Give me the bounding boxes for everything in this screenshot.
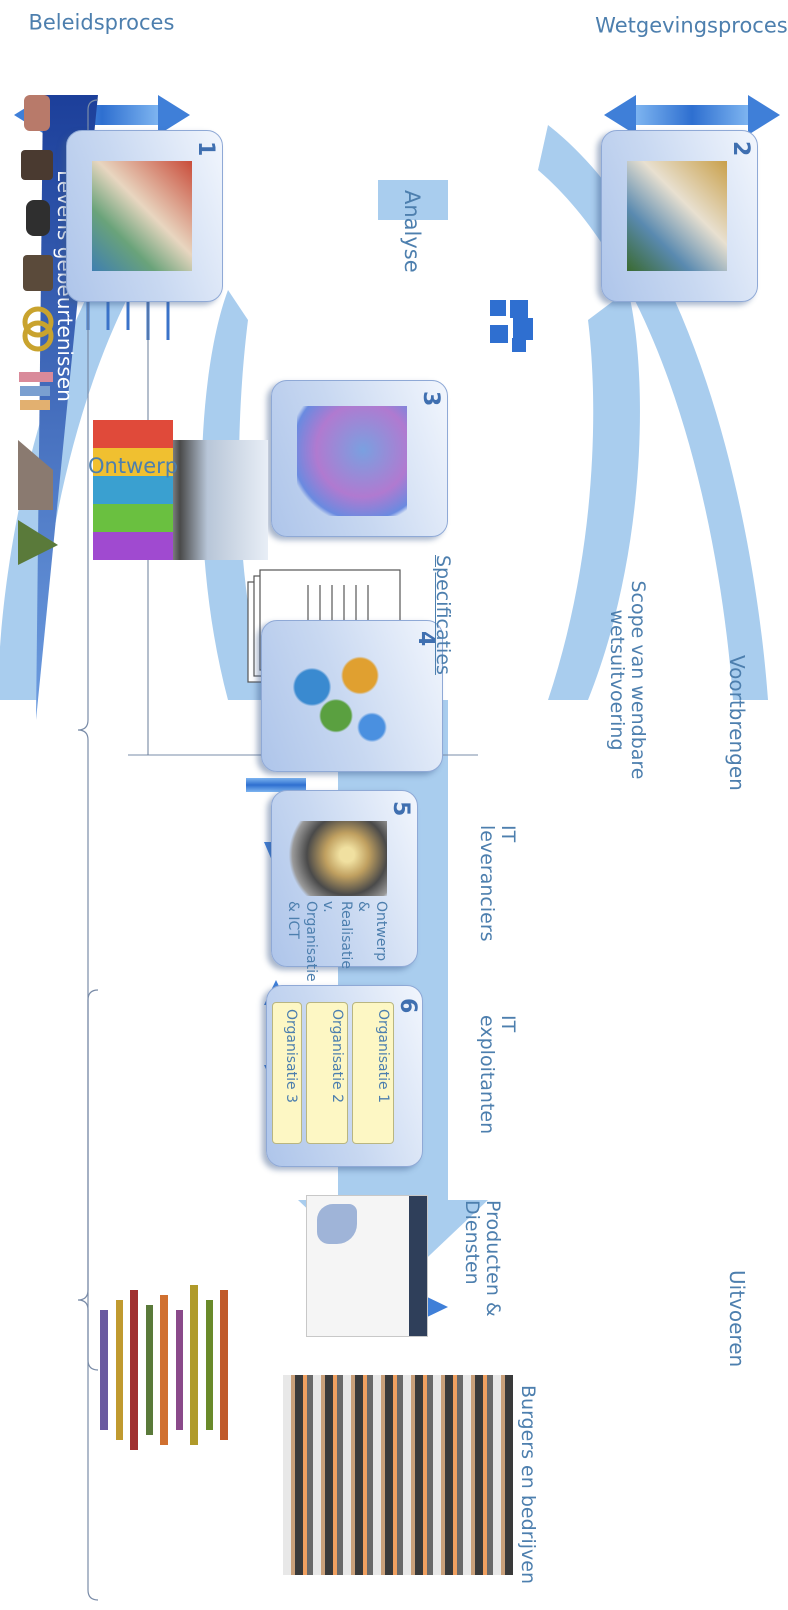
word-cloud-icon bbox=[100, 1285, 228, 1450]
realisatie-line: Organisatie bbox=[303, 901, 319, 982]
specificaties-label: Specificaties bbox=[432, 555, 454, 675]
uitvoeren-bracket bbox=[77, 989, 99, 1601]
design-blocks-icon bbox=[93, 420, 173, 560]
box-1-wetgeving: 1 bbox=[66, 130, 223, 302]
box-number: 5 bbox=[388, 801, 413, 817]
blue-cubes-icon bbox=[490, 300, 533, 352]
box-number: 2 bbox=[728, 141, 753, 157]
organisation-2: Organisatie 2 bbox=[306, 1002, 348, 1144]
beleidsproces-label: Beleidsproces bbox=[28, 10, 175, 35]
realisatie-line: Realisatie v. bbox=[320, 901, 355, 969]
gears-people-icon bbox=[282, 641, 402, 756]
box-5-realisatie: 5 Ontwerp & Realisatie v. Organisatie & … bbox=[271, 790, 418, 982]
policy-photo bbox=[627, 161, 727, 271]
scope-label: Scope van wendbare wetsuitvoering bbox=[606, 520, 649, 840]
it-leveranciers-label: IT leveranciers bbox=[476, 825, 519, 942]
website-header bbox=[409, 1196, 427, 1336]
ontwerp-label: Ontwerp bbox=[88, 454, 179, 478]
products-line: Producten & bbox=[482, 1200, 504, 1317]
scope-line: Scope van wendbare bbox=[627, 580, 649, 780]
realisatie-text: Ontwerp & Realisatie v. Organisatie & IC… bbox=[284, 901, 390, 982]
life-events-icon bbox=[18, 95, 58, 565]
website-map bbox=[317, 1204, 357, 1244]
wetgevingsproces-label: Wetgevingsproces bbox=[595, 13, 788, 38]
products-line: Diensten bbox=[461, 1200, 484, 1285]
citizens-label: Burgers en bedrijven bbox=[517, 1385, 539, 1584]
it-exploitanten-label: IT exploitanten bbox=[476, 1015, 519, 1135]
realisatie-line: & ICT bbox=[285, 901, 302, 939]
it-exploitanten-line: IT bbox=[497, 1015, 519, 1033]
gear-machine-icon bbox=[287, 821, 387, 896]
scope-line: wetsuitvoering bbox=[606, 609, 629, 751]
box-number: 6 bbox=[395, 998, 420, 1014]
box-4-ontwerp: 4 bbox=[261, 620, 443, 772]
box-number: 3 bbox=[418, 391, 443, 407]
it-leveranciers-line: leveranciers bbox=[476, 825, 499, 942]
it-exploitanten-line: exploitanten bbox=[476, 1015, 499, 1135]
organisation-3: Organisatie 3 bbox=[272, 1002, 302, 1144]
voortbrengen-bracket bbox=[77, 99, 99, 1371]
box-number: 1 bbox=[193, 141, 218, 157]
legislation-photo bbox=[92, 161, 192, 271]
realisatie-line: Ontwerp & bbox=[355, 901, 390, 962]
double-arrow-icon bbox=[604, 95, 780, 135]
website-screenshot bbox=[306, 1195, 428, 1337]
people-group-icon bbox=[283, 1375, 513, 1575]
voortbrengen-label: Voortbrengen bbox=[725, 655, 749, 791]
it-leveranciers-line: IT bbox=[497, 825, 519, 843]
box-3-analyse: 3 bbox=[271, 380, 448, 537]
uitvoeren-label: Uitvoeren bbox=[725, 1270, 749, 1368]
box-6-organisaties: 6 Organisatie 1 Organisatie 2 Organisati… bbox=[266, 985, 423, 1167]
analysis-figures-icon bbox=[297, 406, 407, 516]
products-label: Producten & Diensten bbox=[461, 1200, 504, 1317]
organisation-1: Organisatie 1 bbox=[352, 1002, 394, 1144]
box-2-beleid: 2 bbox=[601, 130, 758, 302]
analyse-label: Analyse bbox=[400, 190, 424, 273]
